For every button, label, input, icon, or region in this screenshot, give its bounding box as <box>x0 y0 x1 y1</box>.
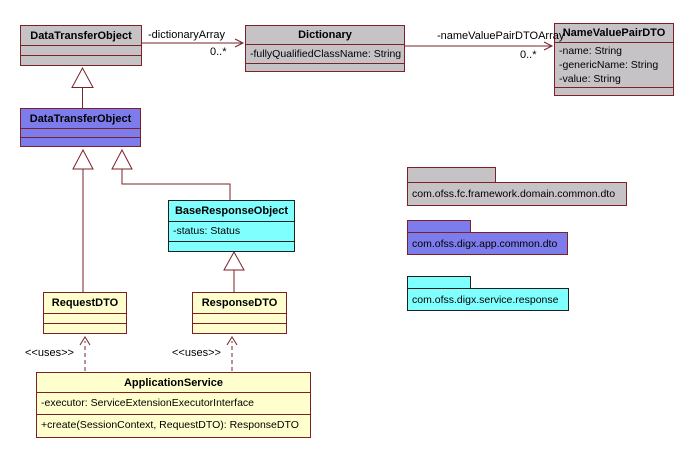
attributes-compartment: -name: String -genericName: String -valu… <box>555 43 673 88</box>
association-multiplicity: 0..* <box>520 49 537 61</box>
generalization-baseresponse-line <box>121 169 231 200</box>
empty-operations-compartment <box>193 324 286 333</box>
empty-attributes-compartment <box>193 314 286 324</box>
attribute-row: -value: String <box>559 73 621 85</box>
operation-row: +create(SessionContext, RequestDTO): Res… <box>41 419 299 431</box>
package-label: com.ofss.digx.app.common.dto <box>407 232 568 255</box>
attribute-row: -genericName: String <box>559 59 659 71</box>
dependency-uses-requestdto-arrowhead <box>79 336 91 346</box>
class-baseresponseobject: BaseResponseObject -status: Status <box>168 200 295 252</box>
empty-operations-compartment <box>44 324 126 333</box>
attribute-row: -name: String <box>559 45 623 57</box>
class-datatransferobject-framework: DataTransferObject <box>20 25 142 66</box>
package-label: com.ofss.fc.framework.domain.common.dto <box>407 182 627 206</box>
generalization-responsedto-triangle <box>223 250 245 271</box>
attribute-row: -status: Status <box>169 222 294 242</box>
empty-attributes-compartment <box>21 129 140 138</box>
class-dictionary: Dictionary -fullyQualifiedClassName: Str… <box>245 25 405 72</box>
class-title: NameValuePairDTO <box>555 24 673 43</box>
class-namevaluepairdto: NameValuePairDTO -name: String -genericN… <box>554 23 674 96</box>
empty-operations-compartment <box>169 242 294 251</box>
package-label: com.ofss.digx.service.response <box>407 288 569 311</box>
empty-operations-compartment <box>21 56 141 65</box>
class-responsedto: ResponseDTO <box>192 292 287 334</box>
attribute-row: -fullyQualifiedClassName: String <box>246 45 404 64</box>
empty-attributes-compartment <box>21 46 141 56</box>
package-tab <box>407 167 496 183</box>
association-namevaluepair-array-arrowhead <box>543 41 554 51</box>
class-title: DataTransferObject <box>21 26 141 46</box>
class-title: ApplicationService <box>37 373 310 393</box>
class-title: ResponseDTO <box>193 293 286 314</box>
uses-stereotype-label: <<uses>> <box>172 347 221 359</box>
empty-attributes-compartment <box>44 314 126 324</box>
class-title: RequestDTO <box>44 293 126 314</box>
empty-operations-compartment <box>555 88 673 95</box>
class-applicationservice: ApplicationService -executor: ServiceExt… <box>36 372 311 438</box>
uses-stereotype-label: <<uses>> <box>25 347 74 359</box>
empty-operations-compartment <box>246 64 404 71</box>
class-title: DataTransferObject <box>21 109 140 129</box>
class-title: Dictionary <box>246 26 404 45</box>
class-datatransferobject-digx: DataTransferObject <box>20 108 141 147</box>
class-requestdto: RequestDTO <box>43 292 127 334</box>
empty-operations-compartment <box>21 138 140 146</box>
attribute-row: -executor: ServiceExtensionExecutorInter… <box>37 393 310 415</box>
generalization-requestdto-triangle <box>72 148 94 170</box>
association-label-namevaluepair-array: -nameValuePairDTOArray <box>437 30 565 42</box>
dependency-uses-responsedto-arrowhead <box>226 336 238 346</box>
class-title: BaseResponseObject <box>169 201 294 222</box>
generalization-dto-triangle <box>71 66 94 88</box>
association-label-dictionary-array: -dictionaryArray <box>148 29 226 41</box>
association-dictionary-array-arrowhead <box>234 38 245 48</box>
association-multiplicity: 0..* <box>210 46 227 58</box>
generalization-baseresponse-triangle <box>111 148 133 170</box>
